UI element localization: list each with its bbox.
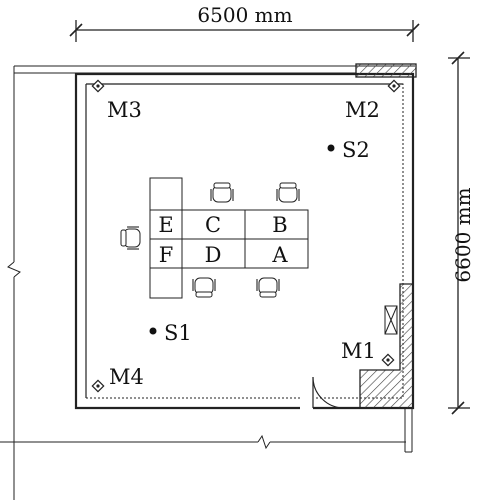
column-bottom-right — [359, 283, 414, 409]
source-dot-s2 — [327, 144, 335, 152]
microphone-icon — [387, 79, 401, 93]
microphone-icon — [91, 79, 105, 93]
chair-icon — [120, 226, 141, 250]
table-grid — [149, 209, 309, 269]
source-dot-s1 — [149, 327, 157, 335]
mic-label-m2: M2 — [345, 98, 380, 122]
chair-icon — [256, 277, 280, 298]
column-top-right — [355, 63, 417, 78]
table-cell-d: D — [205, 243, 222, 267]
height-label: 6600 mm — [451, 187, 475, 282]
chair-icon — [276, 182, 300, 203]
mic-label-m4: M4 — [109, 365, 144, 389]
table-cell-a: A — [271, 243, 288, 267]
door — [312, 376, 345, 409]
width-dimension: 6500 mm — [69, 3, 420, 42]
chair-icon — [192, 277, 216, 298]
source-label-s2: S2 — [342, 138, 370, 162]
table-cell-c: C — [205, 213, 221, 237]
chair-icon — [210, 182, 234, 203]
table-cell-e: E — [158, 213, 173, 237]
table-cell-b: B — [272, 213, 287, 237]
height-dimension: 6600 mm — [448, 51, 475, 415]
source-label-s1: S1 — [164, 321, 192, 345]
width-label: 6500 mm — [197, 3, 292, 27]
mic-label-m3: M3 — [107, 98, 142, 122]
microphone-icon — [91, 379, 105, 393]
microphone-icon — [381, 353, 395, 367]
table-cell-f: F — [159, 243, 174, 267]
mic-label-m1: M1 — [341, 339, 376, 363]
